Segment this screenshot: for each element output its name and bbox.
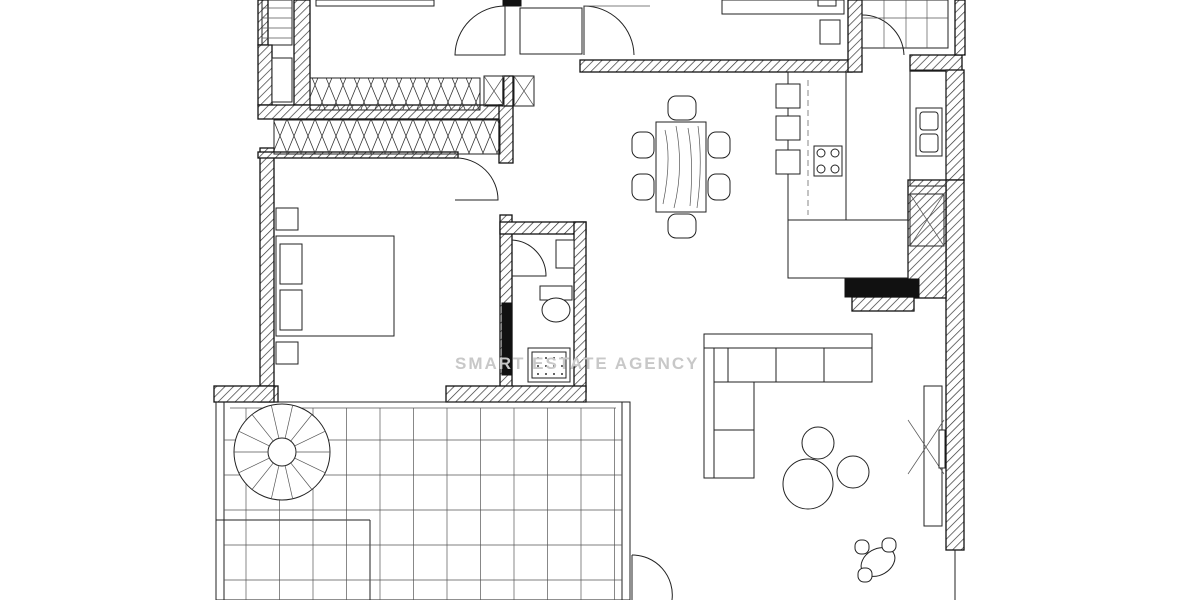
wall-chimney-base xyxy=(851,296,915,312)
stair-step xyxy=(270,465,280,499)
wall-bedroom-right xyxy=(498,104,514,164)
dining-table-group xyxy=(631,95,731,239)
wall-right-upper xyxy=(945,69,965,181)
stair-step xyxy=(284,405,294,439)
wall-right-top xyxy=(954,0,966,56)
bedroom xyxy=(275,157,499,365)
coffee-table-large xyxy=(782,458,834,510)
wall-right-lower xyxy=(945,179,965,551)
coffee-table-small xyxy=(801,426,835,460)
sofa-top-back xyxy=(703,333,873,349)
cooktop xyxy=(813,145,843,177)
wall-bedroom-left xyxy=(259,147,275,389)
wall-left-upper xyxy=(293,0,311,106)
toilet xyxy=(541,297,571,323)
wall-top-right xyxy=(909,54,963,72)
stair-step xyxy=(290,414,313,442)
living xyxy=(703,333,956,600)
bathroom xyxy=(511,239,575,383)
wall-bath-top xyxy=(499,221,587,235)
top-door-jamb xyxy=(502,0,522,7)
chimney xyxy=(844,278,920,298)
kitchen xyxy=(775,69,947,279)
wall-top-center xyxy=(579,59,853,73)
coffee-table-side xyxy=(836,455,870,489)
stair-step xyxy=(294,457,326,474)
nightstand-left-top xyxy=(275,207,299,231)
tiles-top-right xyxy=(861,0,949,49)
stair-step xyxy=(238,457,270,474)
stair-step xyxy=(294,430,326,447)
stair-step xyxy=(238,430,270,447)
wall-bath-bottom xyxy=(445,385,587,403)
wardrobe-lower xyxy=(273,119,501,155)
nightstand-top xyxy=(819,19,841,45)
pillow-bottom xyxy=(279,289,303,331)
stair-step xyxy=(251,414,274,442)
terrace xyxy=(215,401,673,600)
watermark-text: SMART ESTATE AGENCY xyxy=(455,354,700,373)
stair-step xyxy=(284,465,294,499)
sofa-left-back xyxy=(703,347,715,479)
stair-step xyxy=(290,462,313,490)
shower-tray xyxy=(527,347,571,383)
stair-step xyxy=(251,462,274,490)
wall-corridor-post xyxy=(502,75,514,107)
nightstand-left-bottom xyxy=(275,341,299,365)
wall-terrace-corner xyxy=(213,385,275,403)
bath-wall-solid xyxy=(501,302,513,376)
wardrobe-upper xyxy=(309,77,481,111)
wall-left-mid xyxy=(257,44,273,106)
washbasin xyxy=(555,239,575,269)
wall-top-right-vertical xyxy=(847,0,863,73)
stair-step xyxy=(270,405,280,439)
pillow-top xyxy=(279,243,303,285)
top-rooms xyxy=(261,0,949,155)
